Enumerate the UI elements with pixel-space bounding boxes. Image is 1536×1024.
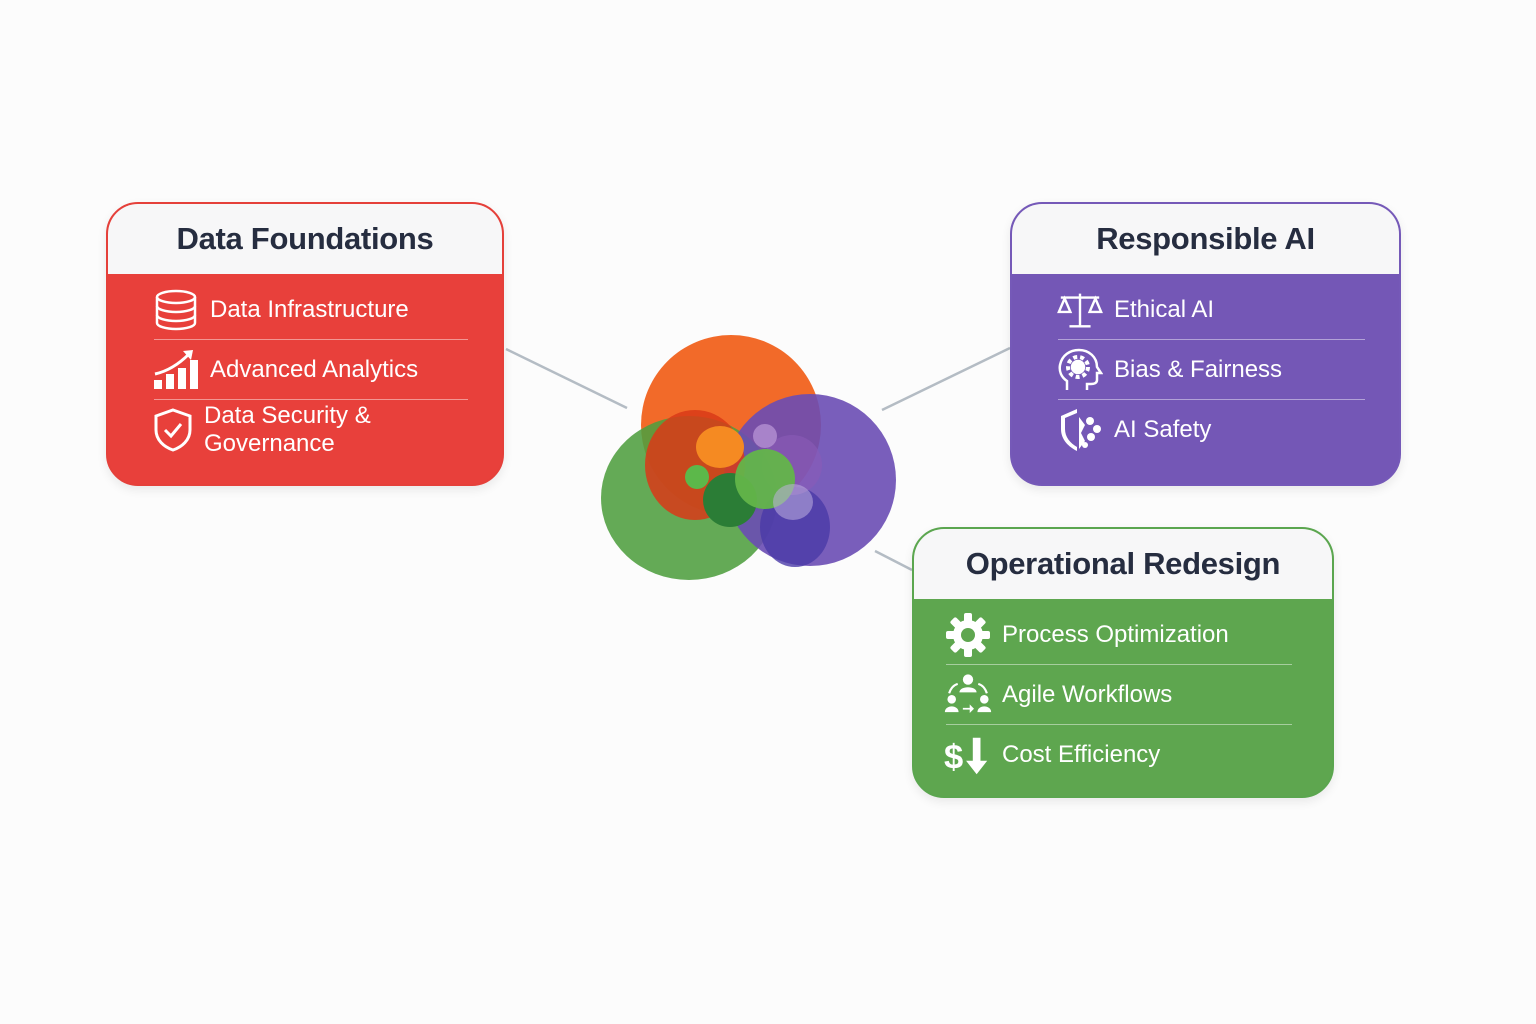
gear-icon: [944, 611, 992, 659]
item-label: Data Security & Governance: [204, 402, 371, 457]
team-cycle-icon: [944, 671, 992, 719]
list-item-agile-workflows[interactable]: Agile Workflows: [944, 665, 1292, 725]
item-label: Agile Workflows: [1002, 681, 1173, 708]
item-label: Cost Efficiency: [1002, 741, 1161, 768]
divider: [1058, 399, 1365, 400]
card-operational-redesign[interactable]: Operational Redesign Process Optimizatio…: [912, 527, 1334, 798]
divider: [946, 664, 1292, 665]
item-label: Advanced Analytics: [210, 356, 419, 383]
card-responsible-ai[interactable]: Responsible AI Ethical AI Bias & Fairnes…: [1010, 202, 1401, 486]
item-label: Process Optimization: [1002, 621, 1229, 648]
card-title: Data Foundations: [108, 204, 502, 274]
divider: [154, 339, 468, 340]
chart-growth-icon: [152, 346, 200, 394]
shield-check-icon: [152, 406, 194, 454]
list-item-ethical-ai[interactable]: Ethical AI: [1056, 280, 1365, 340]
connector-line-operational-redesign: [874, 549, 913, 572]
head-gear-icon: [1056, 346, 1104, 394]
divider: [154, 399, 468, 400]
database-icon: [152, 286, 200, 334]
divider: [946, 724, 1292, 725]
list-item-cost-efficiency[interactable]: $ Cost Efficiency: [944, 725, 1292, 785]
list-item-ai-safety[interactable]: AI Safety: [1056, 400, 1365, 460]
card-title: Responsible AI: [1012, 204, 1399, 274]
item-label: Bias & Fairness: [1114, 356, 1283, 383]
item-label: Ethical AI: [1114, 296, 1215, 323]
divider: [1058, 339, 1365, 340]
item-label: Data Infrastructure: [210, 296, 409, 323]
center-venn-graphic: [601, 335, 896, 580]
list-item-advanced-analytics[interactable]: Advanced Analytics: [152, 340, 468, 400]
dollar-down-icon: $: [944, 731, 992, 779]
list-item-data-security-governance[interactable]: Data Security & Governance: [152, 400, 468, 460]
scales-icon: [1056, 286, 1104, 334]
card-title: Operational Redesign: [914, 529, 1332, 599]
card-data-foundations[interactable]: Data Foundations Data Infrastructure Adv…: [106, 202, 504, 486]
shield-network-icon: [1056, 406, 1104, 454]
list-item-bias-fairness[interactable]: Bias & Fairness: [1056, 340, 1365, 400]
connector-line-data-foundations: [505, 347, 628, 410]
svg-text:$: $: [944, 738, 963, 776]
list-item-data-infrastructure[interactable]: Data Infrastructure: [152, 280, 468, 340]
connector-line-responsible-ai: [881, 346, 1011, 412]
list-item-process-optimization[interactable]: Process Optimization: [944, 605, 1292, 665]
item-label: AI Safety: [1114, 416, 1212, 443]
